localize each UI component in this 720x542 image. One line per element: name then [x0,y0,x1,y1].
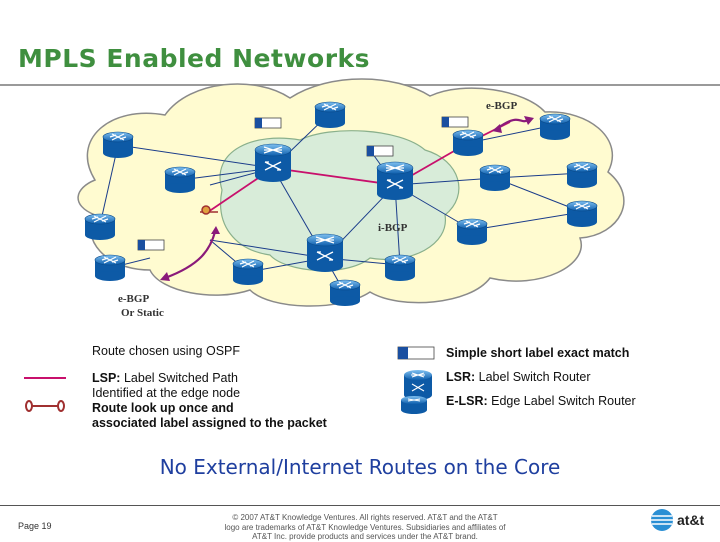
lsr-icon [404,370,432,400]
legend-node-symbols [397,346,435,414]
mpls-network-diagram: e-BGP i-BGP e-BGP Or Static [77,78,625,319]
page-title: MPLS Enabled Networks [18,44,371,73]
att-brand-text: at&t [677,512,705,528]
elsr-router-icon [401,396,427,414]
ebgp-static-label-2: Or Static [121,307,164,319]
elsr-definition: Edge Label Switch Router [487,394,636,408]
lsp-line-3: Route look up once and [92,401,234,415]
ebgp-static-label-1: e-BGP [118,293,149,305]
legend-lsr: LSR: Label Switch Router [446,370,591,385]
lsp-marker [200,205,218,215]
footer-divider [0,505,720,506]
bgp-arrowheads [160,116,534,281]
legend-elsr: E-LSR: Edge Label Switch Router [446,394,636,409]
core-routes-message: No External/Internet Routes on the Core [159,455,561,479]
page-number: Page 19 [18,521,52,531]
ebgp-top-label: e-BGP [486,100,517,112]
lsp-definition: Label Switched Path [120,371,238,385]
lsr-term: LSR: [446,370,476,384]
elsr-term: E-LSR: [446,394,488,408]
copyright-notice: © 2007 AT&T Knowledge Ventures. All righ… [195,513,535,542]
att-globe-logo-icon [651,509,673,531]
ibgp-label: i-BGP [378,222,408,234]
lsp-line-2: Identified at the edge node [92,386,241,400]
label-box-icon [397,346,435,360]
copyright-line-3: AT&T Inc. provide products and services … [252,532,478,541]
lsp-term: LSP: [92,371,121,385]
legend-lsp-block: LSP: Label Switched Path Identified at t… [92,371,327,431]
copyright-line-2: logo are trademarks of AT&T Knowledge Ve… [224,522,506,532]
copyright-line-1: © 2007 AT&T Knowledge Ventures. All righ… [232,513,498,522]
lsr-definition: Label Switch Router [475,370,591,384]
legend-lsp-symbols [24,377,66,412]
lsp-connector-icon [25,400,65,412]
lsp-line-4: associated label assigned to the packet [92,416,327,430]
legend-ospf-text: Route chosen using OSPF [92,344,240,358]
legend-label-text: Simple short label exact match [446,346,630,360]
